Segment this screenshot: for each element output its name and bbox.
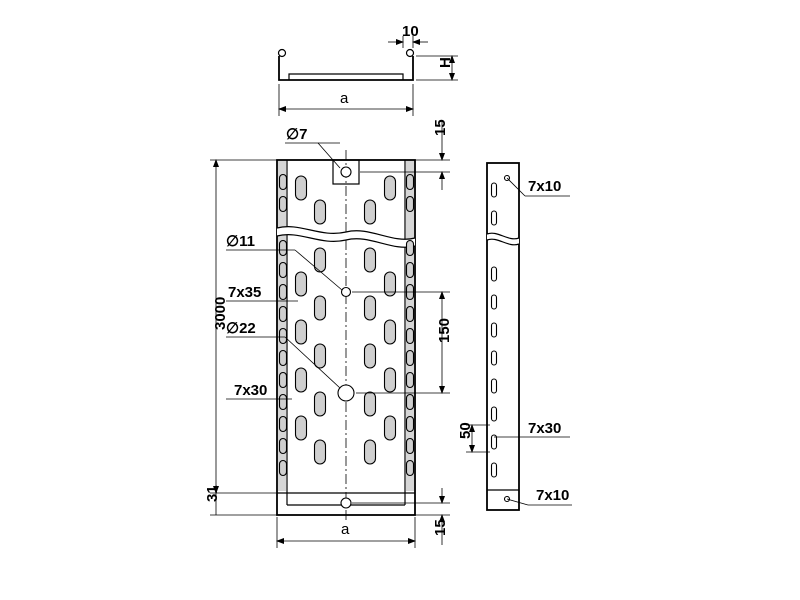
floor-slot <box>363 391 377 417</box>
floor-slot <box>294 319 308 345</box>
floor-slot <box>294 415 308 441</box>
dimension-phi22: ∅22 <box>226 320 256 337</box>
side-wall-slot <box>278 283 288 301</box>
cross-section-profile <box>277 36 458 116</box>
dimension-10: 10 <box>402 23 419 40</box>
dimension-31: 31 <box>204 485 221 502</box>
side-view-slot <box>490 378 498 394</box>
floor-slot <box>294 175 308 201</box>
side-wall-slot <box>405 371 415 389</box>
side-view-slot <box>490 434 498 450</box>
floor-slot <box>363 343 377 369</box>
tray-slots <box>278 173 415 477</box>
dimension-50: 50 <box>457 422 474 439</box>
side-wall-slot <box>405 173 415 191</box>
floor-slot <box>363 439 377 465</box>
dimension-H: H <box>437 57 454 68</box>
dimension-7x10-bottom: 7x10 <box>536 487 569 504</box>
floor-slot <box>383 271 397 297</box>
side-wall-slot <box>278 173 288 191</box>
side-wall-slot <box>405 415 415 433</box>
dimension-15-top: 15 <box>432 119 449 136</box>
side-wall-slot <box>405 393 415 411</box>
dimension-150: 150 <box>436 318 453 343</box>
tray-side-view <box>486 162 520 511</box>
floor-slot <box>383 367 397 393</box>
main-dimension-lines <box>210 120 450 548</box>
side-view-slot <box>490 266 498 282</box>
dimension-7x30-left: 7x30 <box>234 382 267 399</box>
floor-slot <box>313 391 327 417</box>
dimension-a-bottom: a <box>341 521 350 538</box>
side-wall-slot <box>278 261 288 279</box>
floor-slot <box>313 295 327 321</box>
side-wall-slot <box>278 393 288 411</box>
floor-slot <box>383 319 397 345</box>
floor-slot <box>294 271 308 297</box>
floor-slot <box>363 199 377 225</box>
floor-slot <box>383 175 397 201</box>
dimension-3000: 3000 <box>212 297 229 330</box>
dimension-7x30-right: 7x30 <box>528 420 561 437</box>
side-wall-slot <box>405 239 415 257</box>
tray-top-view <box>276 150 416 520</box>
floor-slot <box>313 247 327 273</box>
floor-slot <box>383 415 397 441</box>
side-wall-slot <box>278 459 288 477</box>
side-wall-slot <box>278 437 288 455</box>
side-wall-slot <box>278 371 288 389</box>
side-wall-slot <box>278 349 288 367</box>
side-wall-slot <box>405 459 415 477</box>
side-view-slot <box>490 462 498 478</box>
side-dimension-lines <box>466 177 572 506</box>
dimension-7x10-top: 7x10 <box>528 178 561 195</box>
dimension-phi11: ∅11 <box>226 233 255 250</box>
side-wall-slot <box>405 327 415 345</box>
side-view-slot <box>490 406 498 422</box>
side-wall-slot <box>405 349 415 367</box>
dimension-7x35: 7x35 <box>228 284 261 301</box>
floor-slot <box>313 439 327 465</box>
side-view-slots <box>490 182 498 478</box>
side-view-slot <box>490 350 498 366</box>
floor-slot <box>313 343 327 369</box>
side-wall-slot <box>278 305 288 323</box>
dimension-a-top: a <box>340 90 349 107</box>
side-view-slot <box>490 210 498 226</box>
side-wall-slot <box>405 305 415 323</box>
floor-slot <box>363 247 377 273</box>
side-view-slot <box>490 294 498 310</box>
side-wall-slot <box>405 437 415 455</box>
dimension-15-bottom: 15 <box>432 519 449 536</box>
side-wall-slot <box>278 239 288 257</box>
floor-slot <box>294 367 308 393</box>
side-wall-slot <box>278 415 288 433</box>
side-wall-slot <box>405 195 415 213</box>
floor-slot <box>313 199 327 225</box>
side-wall-slot <box>405 261 415 279</box>
side-wall-slot <box>278 195 288 213</box>
side-view-slot <box>490 322 498 338</box>
side-view-slot <box>490 182 498 198</box>
side-wall-slot <box>278 327 288 345</box>
dimension-phi7: ∅7 <box>286 126 307 143</box>
floor-slot <box>363 295 377 321</box>
